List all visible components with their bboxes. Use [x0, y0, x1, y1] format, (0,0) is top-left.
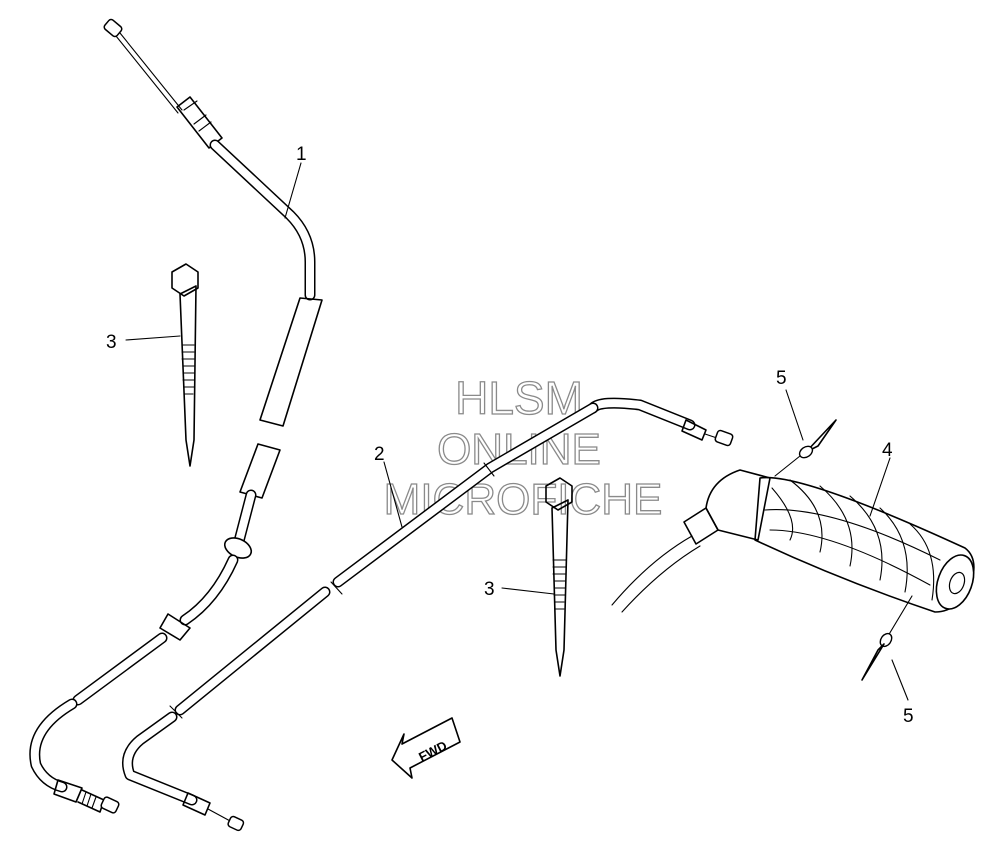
callout-3-left: 3 [106, 332, 117, 353]
callout-3-center: 3 [484, 579, 495, 600]
grip [611, 469, 975, 613]
callout-4: 4 [882, 440, 893, 461]
fwd-arrow-icon: FWD [391, 717, 461, 779]
callout-1: 1 [296, 144, 307, 165]
cable-tie-left [171, 263, 199, 467]
pin-lower [861, 595, 913, 681]
watermark-line-1: HLSM [455, 372, 583, 424]
callouts: 1 2 3 3 4 5 5 [106, 144, 914, 727]
callout-5-lower: 5 [903, 706, 914, 727]
pin-upper [774, 419, 837, 477]
cable-1 [29, 18, 323, 814]
cable-tie-center [545, 477, 573, 677]
fwd-label: FWD [416, 738, 449, 765]
callout-2: 2 [374, 444, 385, 465]
callout-5-upper: 5 [776, 368, 787, 389]
cable-2 [122, 397, 734, 832]
